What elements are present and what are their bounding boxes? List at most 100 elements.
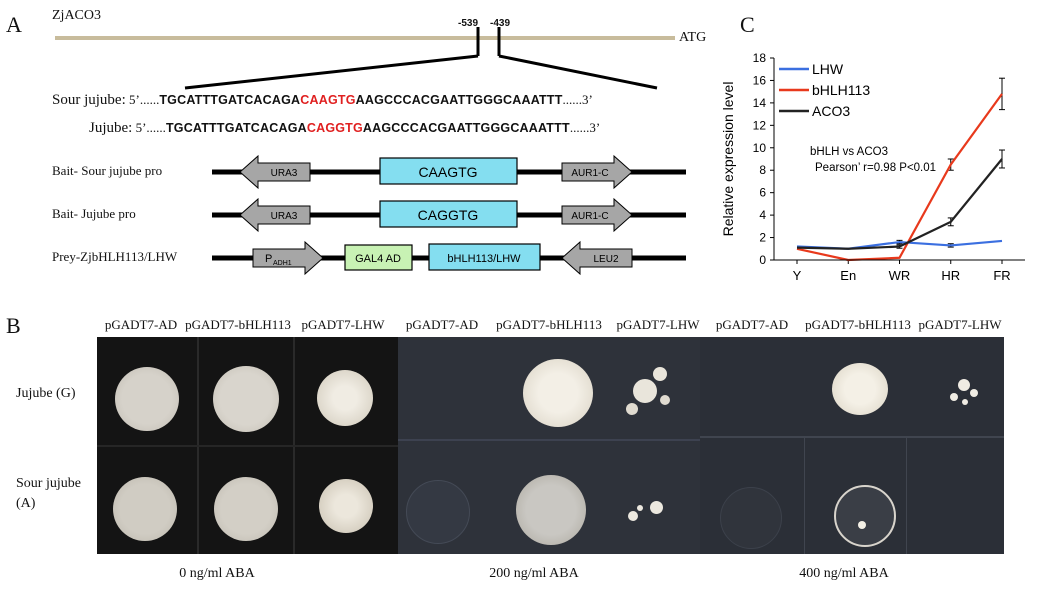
seq-jujube-motif: CAGGTG bbox=[306, 121, 363, 135]
position-439: -439 bbox=[490, 18, 511, 29]
legend-label: LHW bbox=[812, 61, 844, 77]
row-label-bait-sour: Bait- Sour jujube pro bbox=[52, 163, 163, 178]
seq-jujube: Jujube: 5’......TGCATTTGATCACAGACAGGTGAA… bbox=[89, 120, 600, 137]
colony bbox=[406, 480, 470, 544]
seq-jujube-5prime: 5’...... bbox=[135, 120, 166, 135]
y-tick-label: 14 bbox=[753, 96, 767, 110]
column-header: pGADT7-LHW bbox=[616, 317, 700, 332]
svg-text:CAGGTG: CAGGTG bbox=[418, 207, 479, 223]
panel-label-a: A bbox=[6, 12, 22, 37]
y-tick-label: 6 bbox=[759, 186, 766, 200]
seq-sour-5prime: 5’...... bbox=[129, 92, 160, 107]
expression-chart: 0 2 4 6 8 10 12 14 16 18 Y En WR HR FR Relative expre… bbox=[720, 51, 1025, 283]
column-header: pGADT7-LHW bbox=[301, 317, 385, 332]
condition-200-aba: 200 ng/ml ABA bbox=[489, 566, 579, 581]
colony bbox=[858, 521, 866, 529]
gal4-ad-box bbox=[344, 244, 413, 271]
y-tick-label: 10 bbox=[753, 141, 767, 155]
column-header: pGADT7-AD bbox=[104, 317, 178, 332]
seq-sour-label: Sour jujube: bbox=[52, 92, 126, 108]
construct-bait-sour: URA3 CAAGTG AUR1-C bbox=[212, 154, 686, 190]
y-tick-label: 18 bbox=[753, 51, 767, 65]
colony bbox=[213, 366, 279, 432]
colony bbox=[720, 487, 782, 549]
panel-label-b: B bbox=[6, 313, 21, 338]
construct-prey: P ADH1 GAL4 AD bHLH113/LHW LEU2 bbox=[212, 240, 686, 276]
column-header: pGADT7-LHW bbox=[918, 317, 1002, 332]
annotation-line-1: bHLH vs ACO3 bbox=[810, 146, 888, 158]
colony bbox=[319, 479, 373, 533]
colony bbox=[523, 359, 593, 427]
column-header: pGADT7-AD bbox=[715, 317, 789, 332]
padh1-arrow bbox=[252, 240, 324, 276]
y-tick-label: 12 bbox=[753, 118, 767, 132]
colony bbox=[214, 477, 278, 541]
aur1c-arrow bbox=[561, 197, 633, 233]
colony bbox=[970, 389, 978, 397]
colony bbox=[516, 475, 586, 545]
colony bbox=[113, 477, 177, 541]
plate-200-aba bbox=[398, 337, 700, 554]
colony bbox=[950, 393, 958, 401]
colony bbox=[626, 403, 638, 415]
construct-bait-jujube: URA3 CAGGTG AUR1-C bbox=[212, 197, 686, 233]
legend-label: ACO3 bbox=[812, 103, 850, 119]
zoom-line-right bbox=[498, 54, 658, 90]
colony bbox=[958, 379, 970, 391]
colony bbox=[628, 511, 638, 521]
x-tick-label: Y bbox=[793, 268, 802, 283]
column-header: pGADT7-bHLH113 bbox=[185, 317, 291, 332]
colony bbox=[637, 505, 643, 511]
plate-0-aba bbox=[97, 337, 398, 554]
y-tick-label: 4 bbox=[759, 208, 766, 222]
motif-box bbox=[379, 157, 518, 185]
position-539: -539 bbox=[458, 18, 479, 29]
row-label-prey: Prey-ZjbHLH113/LHW bbox=[52, 249, 178, 264]
motif-box bbox=[379, 200, 518, 228]
row-label-sour-jujube-a: (A) bbox=[16, 496, 36, 511]
x-tick-label: En bbox=[840, 268, 856, 283]
aur1c-arrow bbox=[561, 154, 633, 190]
annotation-line-2: Pearson’ r=0.98 P<0.01 bbox=[815, 162, 936, 174]
y-tick-label: 8 bbox=[759, 163, 766, 177]
ura3-arrow bbox=[239, 154, 311, 190]
svg-text:ADH1: ADH1 bbox=[273, 260, 292, 267]
row-label-jujube: Jujube (G) bbox=[16, 386, 76, 401]
colony bbox=[660, 395, 670, 405]
series-line-ACO3 bbox=[796, 158, 1003, 250]
seq-jujube-3prime: ......3’ bbox=[569, 120, 601, 135]
panel-label-c: C bbox=[740, 12, 755, 37]
svg-text:P: P bbox=[265, 253, 272, 265]
x-tick-label: HR bbox=[941, 268, 960, 283]
colony bbox=[317, 370, 373, 426]
y-axis-label: Relative expression level bbox=[720, 82, 736, 237]
seq-sour-motif: CAAGTG bbox=[300, 93, 356, 107]
svg-text:URA3: URA3 bbox=[271, 168, 298, 179]
y-tick-label: 16 bbox=[753, 73, 767, 87]
row-label-bait-jujube: Bait- Jujube pro bbox=[52, 206, 136, 221]
bhlh-lhw-box bbox=[428, 243, 541, 271]
colony bbox=[834, 485, 896, 547]
svg-text:AUR1-C: AUR1-C bbox=[571, 168, 608, 179]
x-tick-label: FR bbox=[993, 268, 1010, 283]
y-tick-label: 2 bbox=[759, 231, 766, 245]
svg-text:CAAGTG: CAAGTG bbox=[418, 164, 477, 180]
colony bbox=[653, 367, 667, 381]
svg-text:URA3: URA3 bbox=[271, 211, 298, 222]
y-tick-label: 0 bbox=[759, 253, 766, 267]
colony bbox=[832, 363, 888, 415]
seq-sour-pre: TGCATTTGATCACAGA bbox=[159, 93, 301, 107]
condition-0-aba: 0 ng/ml ABA bbox=[179, 566, 255, 581]
colony bbox=[633, 379, 657, 403]
seq-sour-3prime: ......3’ bbox=[562, 92, 593, 107]
seq-sour-jujube: Sour jujube: 5’......TGCATTTGATCACAGACAA… bbox=[52, 92, 593, 109]
column-header: pGADT7-bHLH113 bbox=[496, 317, 602, 332]
x-tick-label: WR bbox=[889, 268, 911, 283]
colony bbox=[115, 367, 179, 431]
series-line-bHLH113 bbox=[796, 93, 1003, 262]
seq-sour-post: AAGCCCACGAATTGGGCAAATTT bbox=[355, 93, 563, 107]
zoom-line-left bbox=[184, 54, 479, 90]
leu2-arrow bbox=[561, 240, 633, 276]
colony bbox=[962, 399, 968, 405]
column-header: pGADT7-AD bbox=[405, 317, 479, 332]
